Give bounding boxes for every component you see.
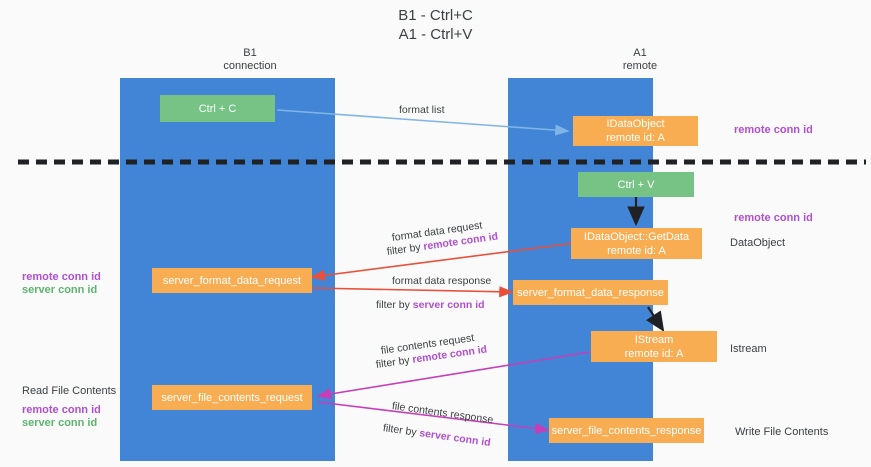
node-istream[interactable]: IStream remote id: A [591,331,717,362]
node-server-file-contents-request[interactable]: server_file_contents_request [152,385,312,410]
annotation-write-file-contents: Write File Contents [735,426,829,438]
annotation-dataobject: DataObject [730,237,786,249]
node-server-file-contents-response-label: server_file_contents_response [551,424,702,437]
filter-key-server-conn-id: server conn id [412,299,485,311]
node-idataobject[interactable]: IDataObject remote id: A [573,116,698,146]
node-server-format-data-response-label: server_format_data_response [517,286,664,299]
annotation-istream: Istream [730,343,767,355]
node-idataobject-line2: remote id: A [606,132,665,144]
annotation-left-server-conn-id-2: server conn id [22,417,98,429]
annotation-remote-conn-id-mid: remote conn id [734,212,813,224]
node-ctrl-c-label: Ctrl + C [198,102,237,115]
annotation-read-file-contents: Read File Contents [22,385,117,397]
edge-label-format-data-response-filter: filter by server conn id [376,298,485,312]
edge-label-file-contents-response-filter: filter by server conn id [382,421,491,450]
node-getdata-line1: IDataObject::GetData [583,230,690,243]
annotation-left-remote-conn-id: remote conn id [22,271,101,283]
filter-prefix: filter by [375,353,414,371]
edge-label-file-contents-response: file contents response [391,400,494,427]
node-istream-line2: remote id: A [624,347,684,360]
column-header-a1: A1 remote [622,47,658,72]
edge-label-format-list: format list [399,104,445,116]
node-idataobject-getdata[interactable]: IDataObject::GetData remote id: A [571,228,702,259]
node-server-file-contents-response[interactable]: server_file_contents_response [549,418,704,443]
filter-prefix: filter by [376,299,413,311]
filter-prefix: filter by [386,240,425,258]
node-ctrl-v-label: Ctrl + V [617,178,655,191]
node-getdata-line2: remote id: A [607,244,666,257]
page-title: B1 - Ctrl+C A1 - Ctrl+V [398,7,473,43]
node-server-format-data-response[interactable]: server_format_data_response [513,280,668,305]
filter-prefix: filter by [382,422,421,440]
node-ctrl-c[interactable]: Ctrl + C [160,95,275,122]
annotation-left-server-conn-id: server conn id [22,284,98,296]
node-istream-line1: IStream [634,333,674,346]
node-ctrl-v[interactable]: Ctrl + V [578,172,694,197]
node-idataobject-line1: IDataObject [606,118,665,130]
node-server-file-contents-request-label: server_file_contents_request [161,391,303,404]
annotation-remote-conn-id-top: remote conn id [734,124,813,136]
filter-key-server-conn-id: server conn id [418,427,492,450]
edge-label-format-data-response: format data response [392,275,492,287]
node-server-format-data-request[interactable]: server_format_data_request [152,268,312,293]
column-header-b1: B1 connection [223,47,277,72]
node-server-format-data-request-label: server_format_data_request [162,274,302,287]
annotation-left-remote-conn-id-2: remote conn id [22,404,101,416]
